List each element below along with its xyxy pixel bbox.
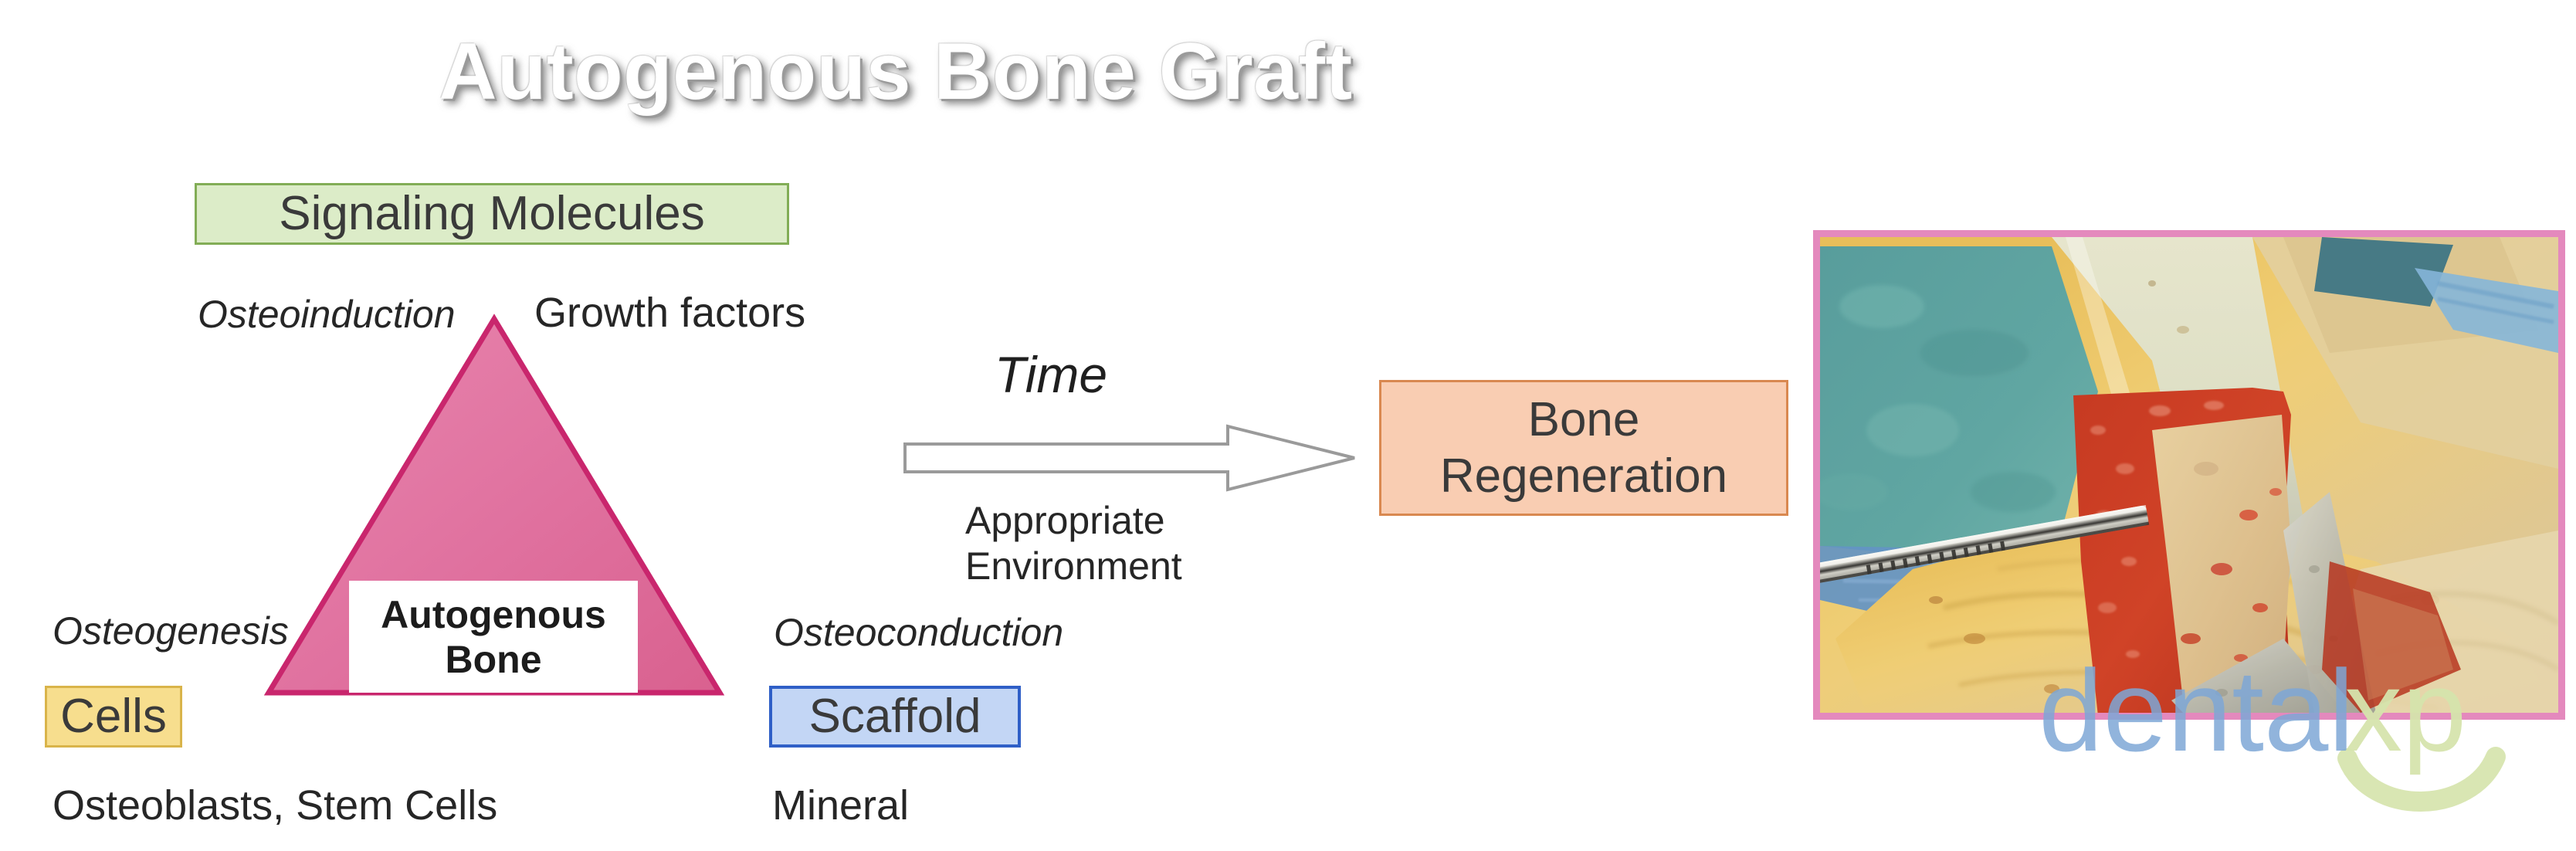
surgical-photo-illustration [1820,237,2558,713]
signaling-molecules-box: Signaling Molecules [195,183,789,245]
growth-factors-label: Growth factors [534,290,806,336]
osteoblasts-stem-cells-label: Osteoblasts, Stem Cells [53,782,498,829]
page-title: Autogenous Bone Graft [439,27,1353,117]
environment-line-2: Environment [965,544,1182,588]
surgical-photo [1820,237,2558,713]
surgical-photo-frame [1813,230,2565,720]
scaffold-box: Scaffold [769,686,1021,748]
autogenous-bone-line-2: Bone [445,637,542,681]
mineral-label: Mineral [772,782,910,829]
signaling-molecules-label: Signaling Molecules [279,187,705,240]
cells-label: Cells [60,690,167,743]
osteoinduction-label: Osteoinduction [198,293,456,336]
bone-regeneration-line-1: Bone [1527,392,1640,446]
bone-regeneration-box: Bone Regeneration [1379,380,1788,516]
autogenous-bone-center-box: Autogenous Bone [349,581,638,693]
appropriate-environment-label: Appropriate Environment [965,498,1182,589]
autogenous-bone-line-1: Autogenous [381,592,606,636]
bone-regeneration-line-2: Regeneration [1439,449,1728,503]
scaffold-label: Scaffold [808,690,981,743]
osteogenesis-label: Osteogenesis [53,609,289,653]
osteoconduction-label: Osteoconduction [774,611,1064,654]
cells-box: Cells [45,686,182,748]
time-arrow-icon [902,423,1357,493]
environment-line-1: Appropriate [965,499,1165,542]
time-label: Time [995,346,1108,403]
